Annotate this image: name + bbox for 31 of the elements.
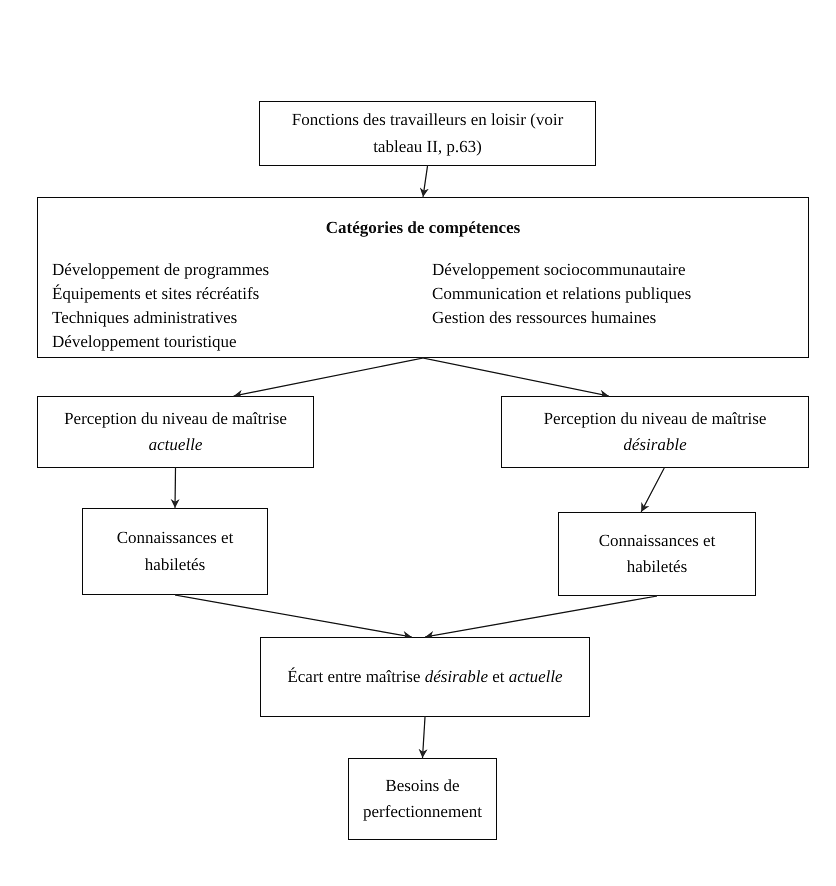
box-text: Besoins de perfectionnement bbox=[362, 774, 483, 823]
list-item: Équipements et sites récréatifs bbox=[52, 283, 260, 305]
list-item: Techniques administratives bbox=[52, 307, 238, 329]
list-item: Développement de programmes bbox=[52, 259, 270, 281]
arrow bbox=[234, 357, 424, 399]
box-heading: Catégories de compétences bbox=[324, 217, 522, 239]
arrow bbox=[640, 468, 665, 512]
process-box bbox=[501, 396, 809, 468]
box-text: Fonctions des travailleurs en loisir (voir tableau II, p.63) bbox=[290, 109, 564, 158]
process-box bbox=[260, 637, 590, 717]
arrow bbox=[422, 357, 609, 399]
arrow bbox=[170, 468, 180, 508]
process-box bbox=[348, 758, 497, 840]
list-item: Développement sociocommunautaire bbox=[432, 259, 686, 281]
list-item: Gestion des ressources humaines bbox=[432, 307, 656, 329]
box-text: Connaissances et habiletés bbox=[116, 527, 234, 576]
process-box bbox=[82, 508, 268, 595]
process-box bbox=[259, 101, 596, 166]
process-box bbox=[558, 512, 756, 596]
list-item: Développement touristique bbox=[52, 331, 237, 353]
list-item: Communication et relations publiques bbox=[432, 283, 692, 305]
process-box bbox=[37, 197, 809, 358]
arrow bbox=[420, 166, 429, 198]
arrow bbox=[174, 594, 412, 640]
arrow bbox=[424, 595, 658, 640]
box-text: Connaissances et habiletés bbox=[598, 530, 716, 578]
box-text: Perception du niveau de maîtrise actuelle bbox=[63, 408, 288, 456]
box-text: Perception du niveau de maîtrise désirable bbox=[542, 408, 768, 456]
arrow bbox=[418, 716, 428, 758]
process-box bbox=[37, 396, 314, 468]
box-text: Écart entre maîtrise désirable et actuelle bbox=[287, 666, 563, 688]
